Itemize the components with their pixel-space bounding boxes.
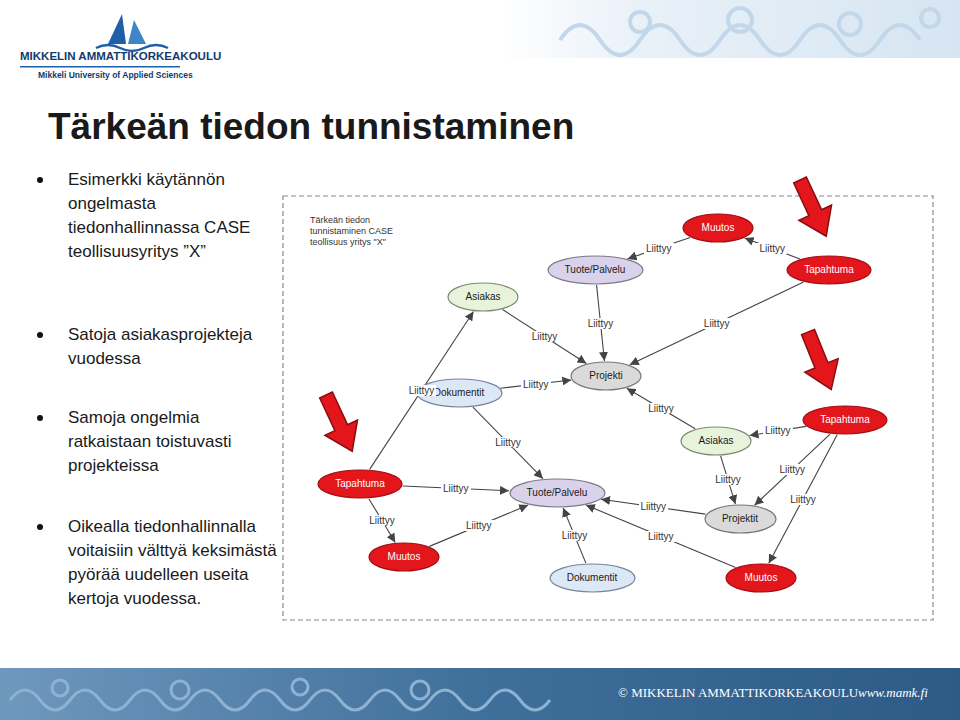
logo-name: MIKKELIN AMMATTIKORKEAKOULU <box>20 50 221 64</box>
edge-label: Liittyy <box>757 243 787 254</box>
ellipse-node: Projektit <box>704 504 777 534</box>
ellipse-outline <box>787 256 871 284</box>
edge-label: Liittyy <box>407 385 437 396</box>
relation-arrow <box>627 388 696 428</box>
bullet-dot <box>37 332 43 338</box>
edge-label: Liittyy <box>646 531 676 542</box>
wave-ornament <box>560 8 939 55</box>
footer-ornament <box>10 679 550 710</box>
node-label: Muutos <box>388 551 421 563</box>
relation-arrow <box>503 310 587 364</box>
relation-arrow <box>750 426 807 435</box>
bullet-text: Satoja asiakasprojekteja vuodessa <box>68 323 278 371</box>
node-label: Asiakas <box>465 291 500 303</box>
ellipse-node: Dokumentit <box>549 563 636 593</box>
bullet-dot <box>37 415 43 421</box>
relation-arrow <box>601 499 705 514</box>
relation-arrow <box>429 505 528 546</box>
edge-label: Liittyy <box>560 530 590 541</box>
node-label: Dokumentit <box>567 572 618 584</box>
ellipse-node: Projekti <box>570 361 642 391</box>
ellipse-outline <box>550 564 635 592</box>
bullet-text: Esimerkki käytännön ongelmasta tiedonhal… <box>68 168 278 264</box>
relation-arrow <box>769 435 837 564</box>
edge-label: Liittyy <box>713 474 743 485</box>
diagram-frame <box>283 196 933 620</box>
bullet-dot <box>37 177 43 183</box>
node-label: Muutos <box>702 222 735 234</box>
edge-label: Liittyy <box>441 483 471 494</box>
logo-subtitle: Mikkeli University of Applied Sciences <box>38 70 193 80</box>
edge-label: Liittyy <box>367 515 397 526</box>
node-label: Tuote/Palvelu <box>527 487 588 499</box>
footer-url: www.mamk.fi <box>858 685 928 701</box>
edge-label: Liittyy <box>788 494 818 505</box>
edge-label: Liittyy <box>521 379 551 390</box>
ellipse-node: Muutos <box>725 563 797 593</box>
slide-title: Tärkeän tiedon tunnistaminen <box>48 106 574 148</box>
ellipse-node: Asiakas <box>680 426 752 456</box>
footer-text: © MIKKELIN AMMATTIKORKEAKOULU <box>618 685 858 701</box>
node-label: Projektit <box>722 513 758 525</box>
node-label: Dokumentit <box>434 387 485 399</box>
ellipse-node: Muutos <box>368 542 440 572</box>
relation-arrow <box>473 407 543 478</box>
ellipse-outline <box>571 362 641 390</box>
edge-label: Liittyy <box>778 464 808 475</box>
ellipse-outline <box>683 214 753 242</box>
ellipse-node: Tapahtuma <box>786 255 872 285</box>
edge-label: Liittyy <box>639 501 669 512</box>
edge-label: Liittyy <box>586 318 616 329</box>
edge-label: Liittyy <box>644 243 674 254</box>
relation-arrow <box>628 238 691 259</box>
edge-label: Liittyy <box>702 318 732 329</box>
ellipse-outline <box>318 470 402 498</box>
node-label: Tuote/Palvelu <box>565 264 626 276</box>
ellipse-outline <box>548 256 643 284</box>
ellipse-node: Tuote/Palvelu <box>547 255 644 285</box>
ellipse-outline <box>448 283 518 311</box>
node-label: Asiakas <box>698 435 733 447</box>
ellipse-node: Tapahtuma <box>317 469 403 499</box>
relation-arrow <box>745 238 800 259</box>
ellipse-node: Asiakas <box>447 282 519 312</box>
node-label: Tapahtuma <box>804 264 853 276</box>
ellipse-node: Muutos <box>682 213 754 243</box>
edge-label: Liittyy <box>464 520 494 531</box>
ellipse-outline <box>803 406 887 434</box>
ellipse-outline <box>510 479 605 507</box>
node-label: Tapahtuma <box>335 478 384 490</box>
node-label: Muutos <box>745 572 778 584</box>
bullet-text: Samoja ongelmia ratkaistaan toistuvasti … <box>68 406 278 478</box>
bullet-dot <box>37 524 43 530</box>
footer-band <box>0 668 960 720</box>
diagram-caption: Tärkeän tiedon tunnistaminen CASE teolli… <box>310 215 410 248</box>
header-band <box>500 0 960 58</box>
pointer-arrow <box>310 172 848 458</box>
node-label: Tapahtuma <box>820 414 869 426</box>
ellipse-node: Tuote/Palvelu <box>509 478 606 508</box>
edge-label: Liittyy <box>763 425 793 436</box>
relation-arrow <box>630 282 804 365</box>
ellipse-outline <box>726 564 796 592</box>
edge-label: Liittyy <box>530 331 560 342</box>
edge-label: Liittyy <box>493 437 523 448</box>
ellipse-outline <box>705 505 776 533</box>
ellipse-outline <box>681 427 751 455</box>
ellipse-outline <box>369 543 439 571</box>
node-label: Projekti <box>589 370 622 382</box>
edge-label: Liittyy <box>646 403 676 414</box>
bullet-text: Oikealla tiedonhallinnalla voitaisiin vä… <box>68 515 278 611</box>
ellipse-node: Tapahtuma <box>802 405 888 435</box>
